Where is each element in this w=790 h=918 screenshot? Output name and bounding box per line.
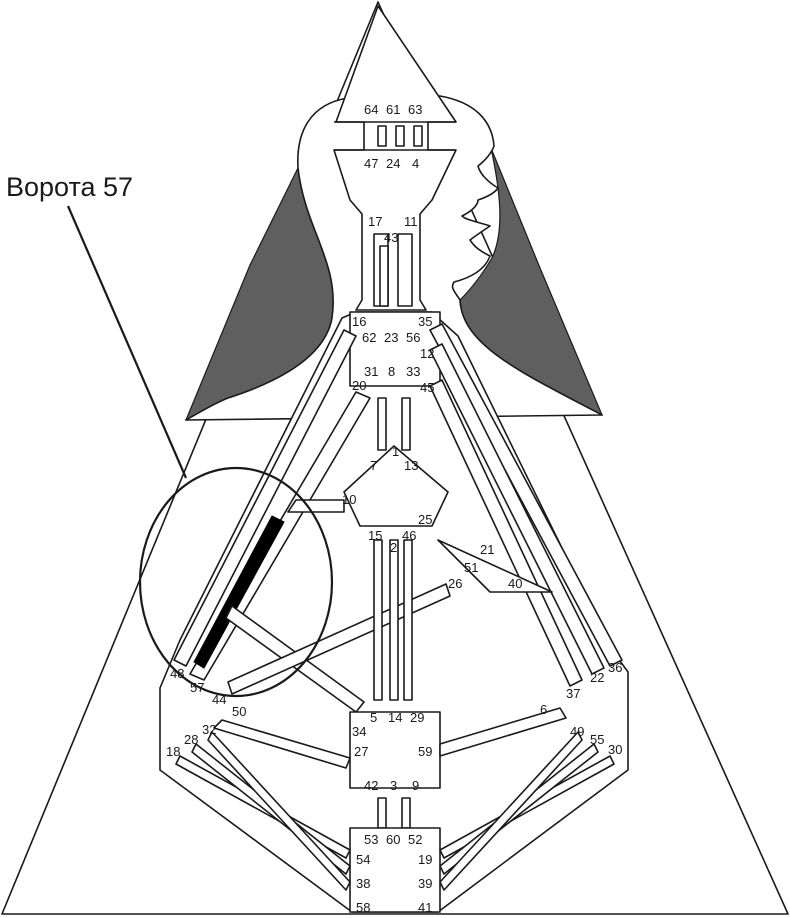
gate-58: 58	[356, 900, 370, 915]
ego-center	[437, 539, 553, 593]
gate-28: 28	[184, 732, 198, 747]
gate-46: 46	[402, 528, 416, 543]
gate-2: 2	[390, 540, 397, 555]
gate-26: 26	[448, 576, 462, 591]
gate-55: 55	[590, 732, 604, 747]
gate-56: 56	[406, 330, 420, 345]
gate-10: 10	[342, 492, 356, 507]
gate-64: 64	[364, 102, 378, 117]
callout-label: Ворота 57	[6, 172, 133, 202]
gate-62: 62	[362, 330, 376, 345]
channel-16-48	[173, 329, 357, 667]
channel-6-59	[439, 707, 567, 757]
channel-63-4	[413, 125, 423, 147]
gate-17: 17	[368, 214, 382, 229]
gate-54: 54	[356, 852, 370, 867]
channel-32-54-root	[207, 731, 351, 891]
gate-38: 38	[356, 876, 370, 891]
channel-61-24	[395, 125, 405, 147]
gate-59: 59	[418, 744, 432, 759]
channel-33-13	[401, 397, 411, 451]
gate-30: 30	[608, 742, 622, 757]
gate-31: 31	[364, 364, 378, 379]
gate-18: 18	[166, 744, 180, 759]
gate-32: 32	[202, 722, 216, 737]
channel-32-54	[213, 719, 351, 769]
gate-40: 40	[508, 576, 522, 591]
gate-36: 36	[608, 660, 622, 675]
gate-60: 60	[386, 832, 400, 847]
sacral-center	[349, 711, 441, 789]
gate-39: 39	[418, 876, 432, 891]
gate-45: 45	[420, 380, 434, 395]
gate-3: 3	[390, 778, 397, 793]
gate-63: 63	[408, 102, 422, 117]
gate-4: 4	[412, 156, 419, 171]
channel-46-29	[403, 539, 413, 701]
gate-61: 61	[386, 102, 400, 117]
gate-5: 5	[370, 710, 377, 725]
gate-41: 41	[418, 900, 432, 915]
gate-16: 16	[352, 314, 366, 329]
channel-35-36	[429, 323, 623, 667]
channel-8-1	[377, 397, 387, 451]
gate-47: 47	[364, 156, 378, 171]
gate-1: 1	[392, 444, 399, 459]
gate-15: 15	[368, 528, 382, 543]
gate-19: 19	[418, 852, 432, 867]
gate-48: 48	[170, 666, 184, 681]
gate-22: 22	[590, 670, 604, 685]
gate-8: 8	[388, 364, 395, 379]
gate-9: 9	[412, 778, 419, 793]
head-center	[333, 5, 457, 311]
gate-24: 24	[386, 156, 400, 171]
channel-2-14	[389, 539, 399, 701]
gate-6: 6	[540, 702, 547, 717]
gate-43: 43	[384, 230, 398, 245]
gate-42: 42	[364, 778, 378, 793]
gate-27: 27	[354, 744, 368, 759]
gate-50: 50	[232, 704, 246, 719]
gate-52: 52	[408, 832, 422, 847]
gate-12: 12	[420, 346, 434, 361]
gate-numbers: 64 61 63 47 24 4 17 43 11 16 62 23 56 35…	[166, 102, 622, 915]
gate-29: 29	[410, 710, 424, 725]
channel-42-53	[377, 797, 387, 829]
gate-57: 57	[190, 680, 204, 695]
root-center	[349, 827, 441, 913]
gate-51: 51	[464, 560, 478, 575]
gate-21: 21	[480, 542, 494, 557]
channel-12-22	[429, 343, 605, 675]
gate-7: 7	[370, 458, 377, 473]
channel-9-52	[401, 797, 411, 829]
callout-circle	[138, 466, 334, 698]
gate-37: 37	[566, 686, 580, 701]
channel-11-56	[397, 233, 413, 307]
gate-44: 44	[212, 692, 226, 707]
gate-20: 20	[352, 378, 366, 393]
channel-15-5	[373, 539, 383, 701]
gate-14: 14	[388, 710, 402, 725]
gate-13: 13	[404, 458, 418, 473]
gate-57-highlight	[193, 515, 285, 669]
gate-25: 25	[418, 512, 432, 527]
throat-center	[349, 311, 441, 387]
channel-10-34	[287, 499, 345, 513]
callout-pointer-line	[66, 205, 188, 479]
g-center	[343, 445, 449, 527]
channel-49-19	[439, 731, 583, 891]
gate-33: 33	[406, 364, 420, 379]
channel-43-23	[379, 245, 389, 307]
gate-35: 35	[418, 314, 432, 329]
gate-49: 49	[570, 724, 584, 739]
gate-53: 53	[364, 832, 378, 847]
gate-23: 23	[384, 330, 398, 345]
gate-34: 34	[352, 724, 366, 739]
channel-64-47	[377, 125, 387, 147]
gate-11: 11	[404, 214, 418, 229]
